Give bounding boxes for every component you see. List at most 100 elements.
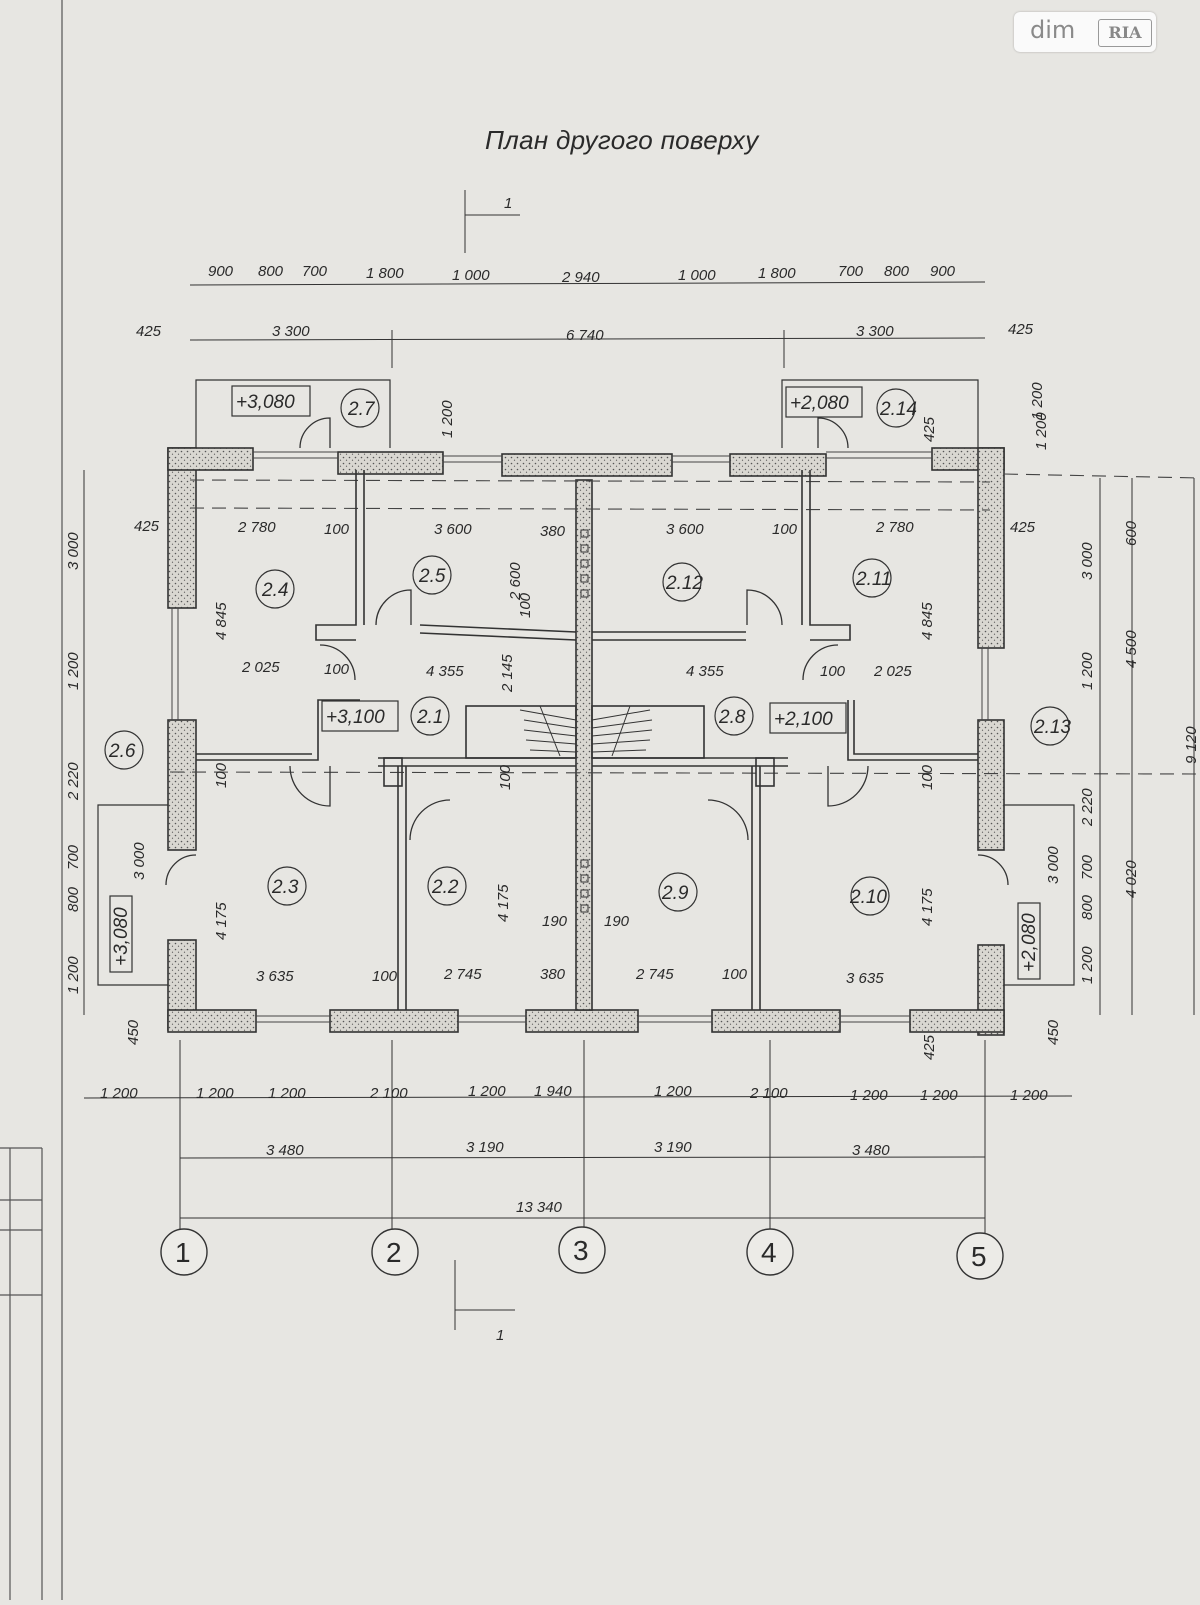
right-dim: 600	[1123, 520, 1140, 546]
bottom-total-dim: 13 340	[516, 1199, 563, 1216]
room-label: 2.7	[347, 399, 376, 420]
plan-title: План другого поверху	[485, 125, 759, 155]
left-dim: 1 200	[65, 652, 82, 690]
top-dim-1: 1 000	[678, 267, 716, 284]
right-dim: 4 020	[1123, 860, 1140, 898]
interior-dim: 4 845	[919, 602, 936, 640]
interior-dim: 425	[921, 416, 938, 442]
exterior-walls	[167, 447, 1005, 1036]
interior-dim: 425	[134, 518, 160, 535]
top-dim-1: 1 000	[452, 267, 490, 284]
right-dim: 1 200	[1079, 652, 1096, 690]
balconies	[97, 379, 1075, 986]
level-mark: +3,080	[111, 907, 132, 966]
level-mark: +3,080	[236, 392, 295, 413]
room-label: 2.10	[849, 887, 887, 908]
level-mark: +2,080	[790, 393, 849, 414]
bottom-dim-2: 3 480	[852, 1142, 890, 1159]
top-dim-2: 425	[1008, 321, 1034, 338]
bottom-dim-2: 3 480	[266, 1142, 304, 1159]
interior-dim: 100	[820, 663, 846, 680]
interior-dim: 425	[1010, 519, 1036, 536]
axis-label: 1	[175, 1237, 191, 1268]
room-circles	[104, 388, 1070, 916]
bottom-dim-1: 1 200	[100, 1085, 138, 1102]
windows	[171, 451, 989, 1023]
bottom-dim-1: 1 200	[196, 1085, 234, 1102]
section-marker-top: 1	[504, 195, 512, 212]
interior-dim: 4 175	[495, 884, 512, 922]
level-mark: +2,100	[774, 709, 833, 730]
room-label: 2.13	[1033, 717, 1071, 738]
interior-dim: 2 600	[507, 562, 524, 601]
interior-dim: 100	[919, 764, 936, 790]
left-dim: 2 220	[65, 762, 82, 801]
interior-dim: 100	[213, 762, 230, 788]
interior-dim: 3 635	[846, 970, 884, 987]
top-dim-1: 800	[258, 263, 284, 280]
interior-dim: 4 355	[686, 663, 724, 680]
right-dim: 9 120	[1183, 726, 1200, 764]
bottom-dim-1: 1 200	[1010, 1087, 1048, 1104]
interior-dim: 3 600	[666, 521, 704, 538]
beam-lines	[169, 473, 1200, 775]
right-dim: 450	[1045, 1019, 1062, 1045]
right-dim: 800	[1079, 894, 1096, 920]
interior-dim: 4 175	[213, 902, 230, 940]
bottom-dim-2: 3 190	[466, 1139, 504, 1156]
interior-dim: 100	[324, 661, 350, 678]
room-label: 2.12	[665, 573, 703, 594]
room-label: 2.1	[416, 707, 443, 728]
interior-dim: 2 745	[443, 966, 482, 983]
interior-dim: 1 200	[1033, 412, 1050, 450]
right-dim: 425	[921, 1034, 938, 1060]
bottom-dim-1: 1 940	[534, 1083, 572, 1100]
right-dim: 700	[1079, 854, 1096, 880]
top-dim-2: 3 300	[856, 323, 894, 340]
interior-dim: 100	[324, 521, 350, 538]
bottom-dim-1: 1 200	[268, 1085, 306, 1102]
interior-dim: 190	[604, 913, 630, 930]
top-dim-1: 700	[302, 263, 328, 280]
room-label: 2.4	[261, 580, 288, 601]
bottom-dim-1: 2 100	[369, 1085, 408, 1102]
axis-label: 3	[573, 1235, 589, 1266]
left-dim: 450	[125, 1019, 142, 1045]
bottom-dim-2: 3 190	[654, 1139, 692, 1156]
top-dim-1: 800	[884, 263, 910, 280]
left-dim: 800	[65, 886, 82, 912]
interior-dim: 1 200	[439, 400, 456, 438]
interior-dim: 190	[542, 913, 568, 930]
site-watermark: dim RIA	[1014, 12, 1156, 52]
axis-label: 2	[386, 1237, 402, 1268]
right-dim: 1 200	[1029, 382, 1046, 420]
level-mark: +3,100	[326, 707, 385, 728]
axis-label: 4	[761, 1237, 777, 1268]
top-dim-2: 3 300	[272, 323, 310, 340]
level-boxes	[109, 385, 1041, 980]
interior-dim: 100	[772, 521, 798, 538]
interior-dim: 4 845	[213, 602, 230, 640]
interior-dim: 100	[722, 966, 748, 983]
top-dim-1: 1 800	[366, 265, 404, 282]
watermark-logo: RIA	[1098, 19, 1152, 47]
room-label: 2.11	[855, 569, 892, 590]
interior-dim: 2 745	[635, 966, 674, 983]
vent-shafts	[580, 529, 589, 913]
interior-dim: 100	[517, 592, 534, 618]
bottom-dim-1: 1 200	[654, 1083, 692, 1100]
room-label: 2.6	[108, 741, 136, 762]
interior-dim: 2 025	[873, 663, 912, 680]
top-dim-1: 2 940	[561, 269, 600, 286]
stairs	[519, 705, 653, 757]
interior-dim: 3 635	[256, 968, 294, 985]
room-label: 2.14	[879, 399, 917, 420]
axis-markers	[160, 1226, 1004, 1280]
right-dim: 3 000	[1079, 542, 1096, 580]
dimension-lines	[83, 190, 1195, 1330]
interior-dim: 2 145	[499, 654, 516, 693]
axis-label: 5	[971, 1241, 987, 1272]
